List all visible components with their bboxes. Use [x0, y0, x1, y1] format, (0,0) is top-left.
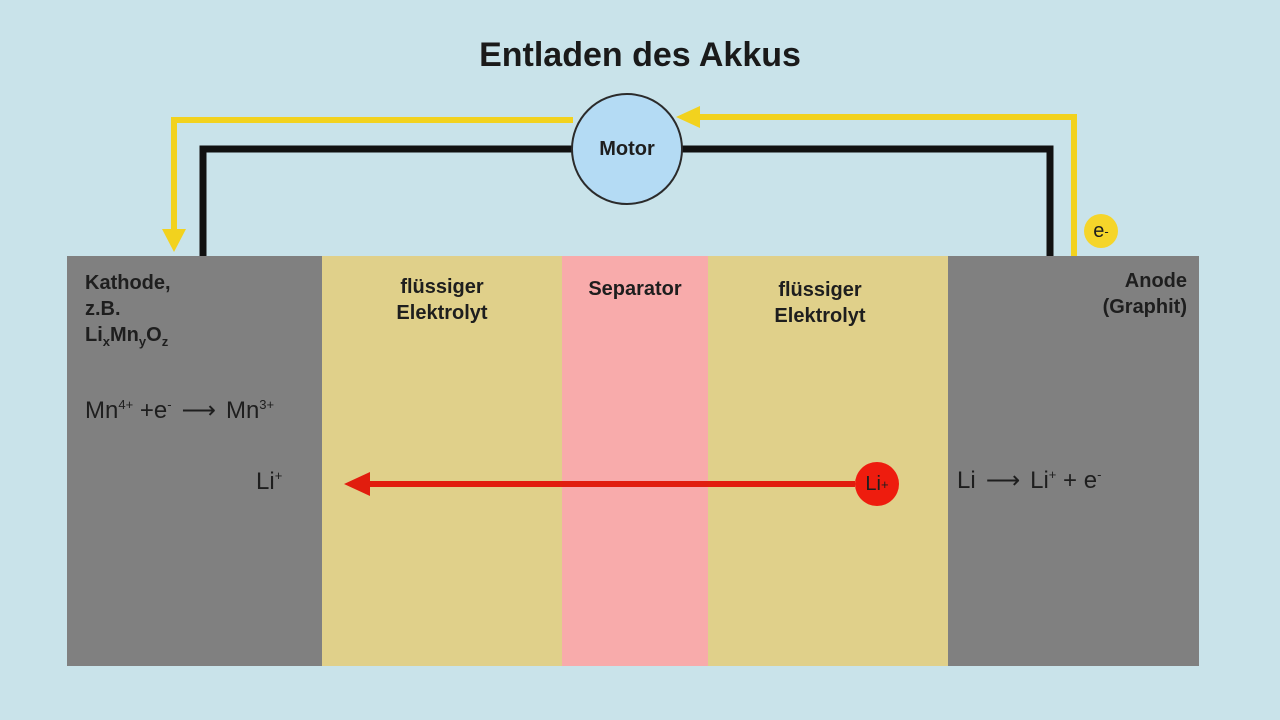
separator-label: Separator	[588, 278, 682, 300]
electrolyte-left-label: flüssiger Elektrolyt	[396, 276, 488, 324]
electrolyte-right-label: flüssiger Elektrolyt	[774, 279, 866, 327]
motor: Motor	[571, 93, 683, 205]
ion-flow-arrowhead	[344, 472, 370, 496]
electron-badge: e-	[1084, 214, 1118, 248]
anode-reaction: Li⟶Li+ + e-	[957, 467, 1102, 494]
cathode-formula: LixMnyOz	[85, 324, 169, 349]
electrolyte-left-region	[322, 256, 562, 666]
electron-flow-arrowhead-cathode	[162, 229, 186, 252]
electrolyte-right-region	[708, 256, 948, 666]
electron-flow-arrowhead-motor	[676, 106, 700, 128]
electron-charge: -	[1104, 223, 1109, 239]
motor-label: Motor	[599, 137, 655, 160]
separator-region	[562, 256, 708, 666]
electron-flow-path	[698, 114, 1077, 256]
anode-region	[948, 256, 1199, 666]
electron-flow-path-left	[171, 117, 573, 232]
cathode-label-line2: z.B.	[85, 298, 121, 320]
cathode-region	[67, 256, 322, 666]
anode-label: Anode (Graphit)	[1102, 270, 1187, 318]
cathode-label: Kathode, z.B. LixMnyOz	[85, 270, 171, 355]
lithium-ion-badge: Li+	[855, 462, 899, 506]
electron-symbol: e	[1093, 219, 1105, 242]
reaction-arrow-icon: ⟶	[181, 397, 216, 424]
reaction-arrow-icon: ⟶	[985, 467, 1021, 494]
diagram-title: Entladen des Akkus	[479, 36, 801, 74]
cathode-li-ion: Li+	[256, 468, 283, 495]
cathode-reaction: Mn4+ +e-⟶Mn3+	[85, 397, 275, 424]
cathode-label-line1: Kathode,	[85, 272, 171, 294]
